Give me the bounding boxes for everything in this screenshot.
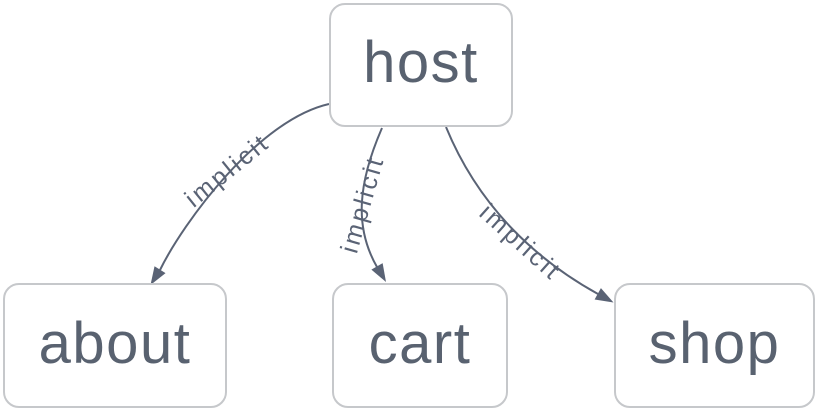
node-about-label: about	[38, 310, 192, 376]
node-shop-label: shop	[648, 310, 781, 376]
edge-host-about	[159, 103, 330, 271]
node-cart[interactable]: cart	[332, 283, 508, 408]
arrowhead-host-cart	[371, 263, 386, 282]
node-host[interactable]: host	[329, 3, 513, 127]
arrowhead-host-shop	[594, 288, 614, 303]
edge-host-cart	[360, 127, 383, 268]
edge-label-host-shop: implicit	[474, 199, 567, 287]
arrowhead-host-about	[150, 266, 166, 285]
edge-host-shop	[445, 126, 599, 295]
node-about[interactable]: about	[3, 283, 227, 408]
edge-label-host-cart: implicit	[335, 152, 390, 256]
node-shop[interactable]: shop	[614, 283, 815, 408]
edge-label-host-about: implicit	[180, 128, 276, 213]
node-host-label: host	[363, 30, 479, 95]
node-cart-label: cart	[368, 310, 472, 376]
